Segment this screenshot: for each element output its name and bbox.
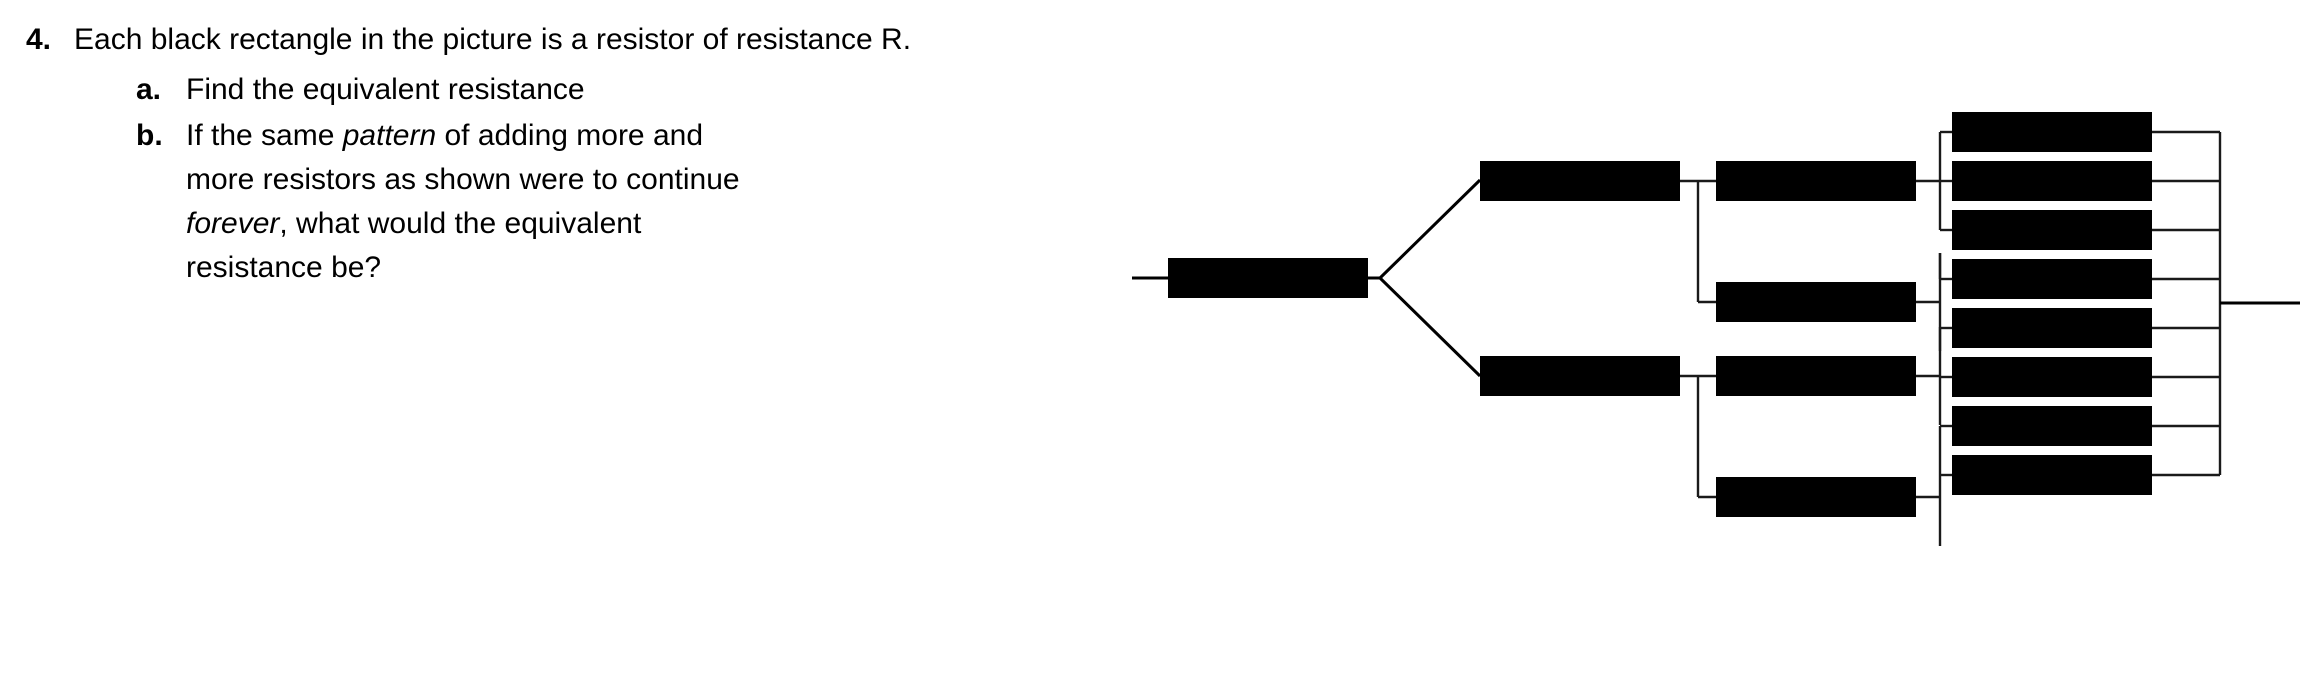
part-a-text: Find the equivalent resistance bbox=[186, 68, 585, 112]
wire-branch-up bbox=[1378, 178, 1482, 280]
part-b-line-3: forever, what would the equivalent bbox=[186, 202, 740, 246]
resistor-l1-1 bbox=[1168, 258, 1368, 298]
resistor-l2-1 bbox=[1480, 161, 1680, 201]
part-b-marker: b. bbox=[136, 119, 163, 152]
resistor-l3-2 bbox=[1716, 282, 1916, 322]
resistor-l4-6 bbox=[1952, 357, 2152, 397]
problem-part-b: b. If the same pattern of adding more an… bbox=[136, 114, 1116, 290]
resistor-ladder-svg bbox=[1132, 112, 2300, 546]
resistor-l3-4 bbox=[1716, 477, 1916, 517]
resistor-ladder-diagram bbox=[1130, 100, 2302, 580]
part-b-line-3-post: , what would the equivalent bbox=[279, 207, 642, 240]
resistor-l4-8 bbox=[1952, 455, 2152, 495]
resistor-l4-7 bbox=[1952, 406, 2152, 446]
part-a-line-1: Find the equivalent resistance bbox=[186, 73, 585, 106]
part-b-line-1: If the same pattern of adding more and bbox=[186, 114, 740, 158]
problem-number: 4. bbox=[26, 23, 52, 56]
resistor-l3-3 bbox=[1716, 356, 1916, 396]
part-b-line-2: more resistors as shown were to continue bbox=[186, 163, 740, 196]
part-b-line-4: resistance be? bbox=[186, 251, 382, 284]
part-b-line-1-post: of adding more and bbox=[436, 119, 704, 152]
resistor-l4-3 bbox=[1952, 210, 2152, 250]
part-b-emphasis-forever: forever bbox=[186, 207, 280, 240]
resistor-l4-4 bbox=[1952, 259, 2152, 299]
resistor-l4-2 bbox=[1952, 161, 2152, 201]
problem-parts-list: a. Find the equivalent resistance b. If … bbox=[136, 68, 1116, 290]
wire-branch-down bbox=[1378, 276, 1482, 378]
resistor-l4-5 bbox=[1952, 308, 2152, 348]
problem-text-block: 4. Each black rectangle in the picture i… bbox=[26, 18, 1116, 292]
problem-stem-row: 4. Each black rectangle in the picture i… bbox=[26, 18, 1116, 62]
part-b-text: If the same pattern of adding more and m… bbox=[186, 114, 740, 290]
resistor-l4-1 bbox=[1952, 112, 2152, 152]
problem-stem: Each black rectangle in the picture is a… bbox=[74, 23, 912, 56]
resistor-l2-2 bbox=[1480, 356, 1680, 396]
part-b-emphasis-pattern: pattern bbox=[342, 119, 437, 152]
problem-part-a: a. Find the equivalent resistance bbox=[136, 68, 1116, 112]
resistor-l3-1 bbox=[1716, 161, 1916, 201]
part-a-marker: a. bbox=[136, 73, 162, 106]
part-b-line-1-pre: If the same bbox=[186, 119, 343, 152]
